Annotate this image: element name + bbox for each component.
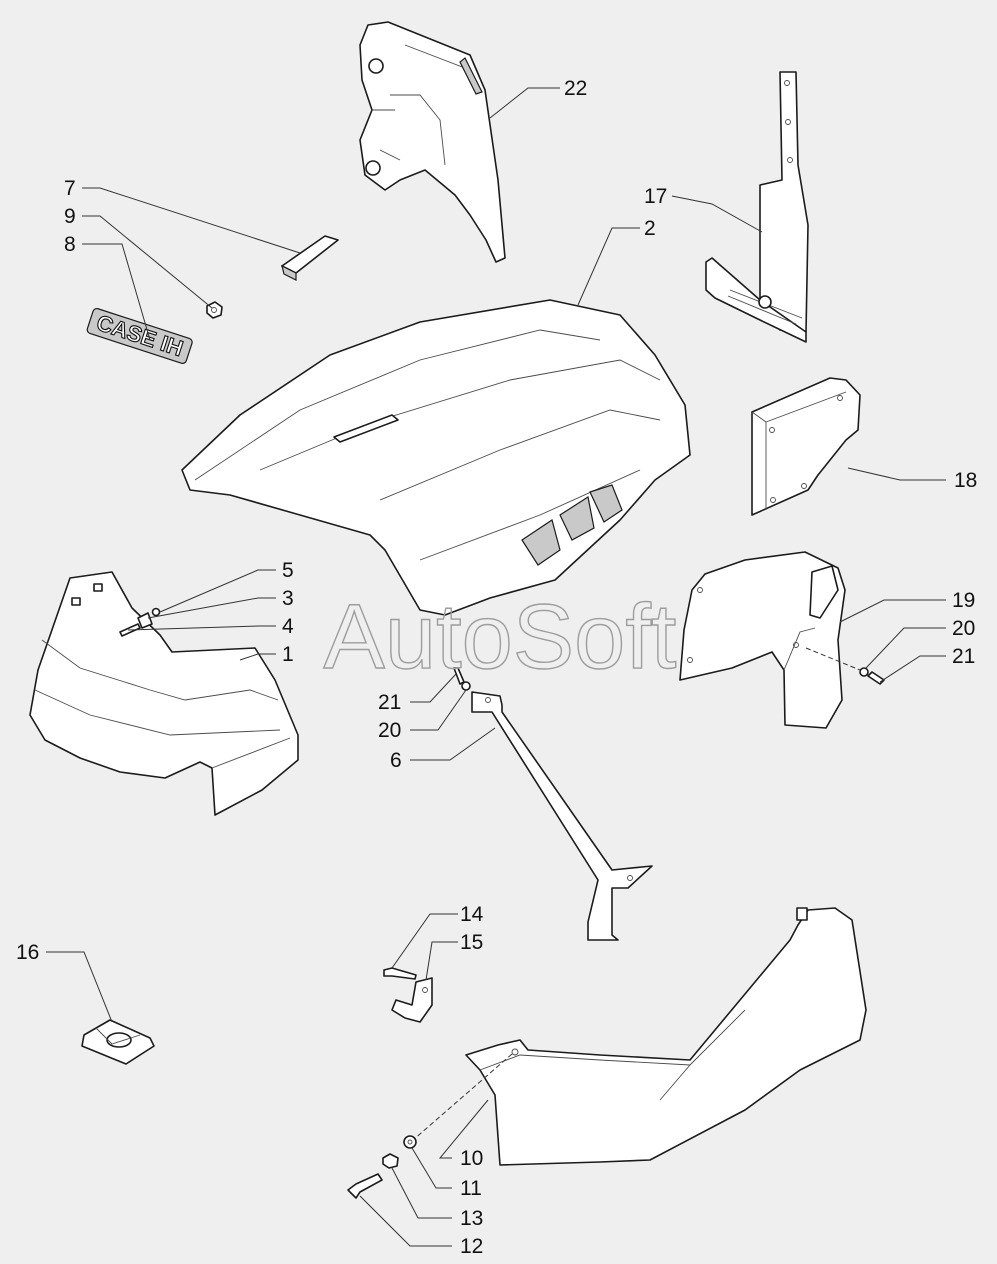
callout-22: 22 <box>564 77 587 100</box>
parts-14-15-clamp <box>383 967 433 1023</box>
callout-18: 18 <box>954 469 977 492</box>
part-7-strip <box>281 235 339 281</box>
leader-lines <box>46 87 946 1247</box>
callout-14: 14 <box>460 903 484 926</box>
callout-11: 11 <box>460 1177 482 1200</box>
parts-20-21-right-fasteners <box>805 647 885 685</box>
logo-text: CASE IH <box>94 310 187 361</box>
part-17-bracket <box>705 71 809 343</box>
part-1-front-cowl <box>29 571 299 816</box>
callout-20-right: 20 <box>952 617 975 640</box>
callout-13: 13 <box>460 1207 483 1230</box>
callout-10: 10 <box>460 1147 483 1170</box>
part-19-side-guard <box>679 551 846 729</box>
part-9-nut <box>206 301 223 319</box>
callout-21-right: 21 <box>952 645 975 668</box>
callout-6: 6 <box>390 749 402 772</box>
callout-19: 19 <box>952 589 975 612</box>
parts-11-12-13-fasteners <box>347 1053 513 1199</box>
part-22-side-panel <box>359 21 506 263</box>
watermark-text: AutoSoft <box>324 586 677 688</box>
part-10-lower-fender <box>465 907 867 1166</box>
part-16-spring-nut <box>81 1019 155 1065</box>
callout-20-center: 20 <box>378 719 401 742</box>
callout-15: 15 <box>460 931 483 954</box>
part-8-logo-badge: CASE IH <box>86 307 193 364</box>
callout-16: 16 <box>16 941 39 964</box>
parts-20-21-center-fasteners <box>453 667 471 691</box>
callout-labels: 22 7 9 8 17 2 18 5 3 4 1 19 20 21 21 20 … <box>16 77 977 1258</box>
callout-1: 1 <box>282 643 294 666</box>
callout-8: 8 <box>64 233 76 256</box>
callout-7: 7 <box>64 177 76 200</box>
callout-9: 9 <box>64 205 76 228</box>
part-6-support-strut <box>471 691 653 941</box>
part-18-plate <box>751 377 861 516</box>
callout-5: 5 <box>282 559 294 582</box>
callout-4: 4 <box>282 615 294 638</box>
part-2-main-cover <box>181 299 691 616</box>
callout-3: 3 <box>282 587 294 610</box>
callout-12: 12 <box>460 1235 483 1258</box>
callout-2: 2 <box>644 217 656 240</box>
callout-21-center: 21 <box>378 691 401 714</box>
callout-17: 17 <box>644 185 667 208</box>
